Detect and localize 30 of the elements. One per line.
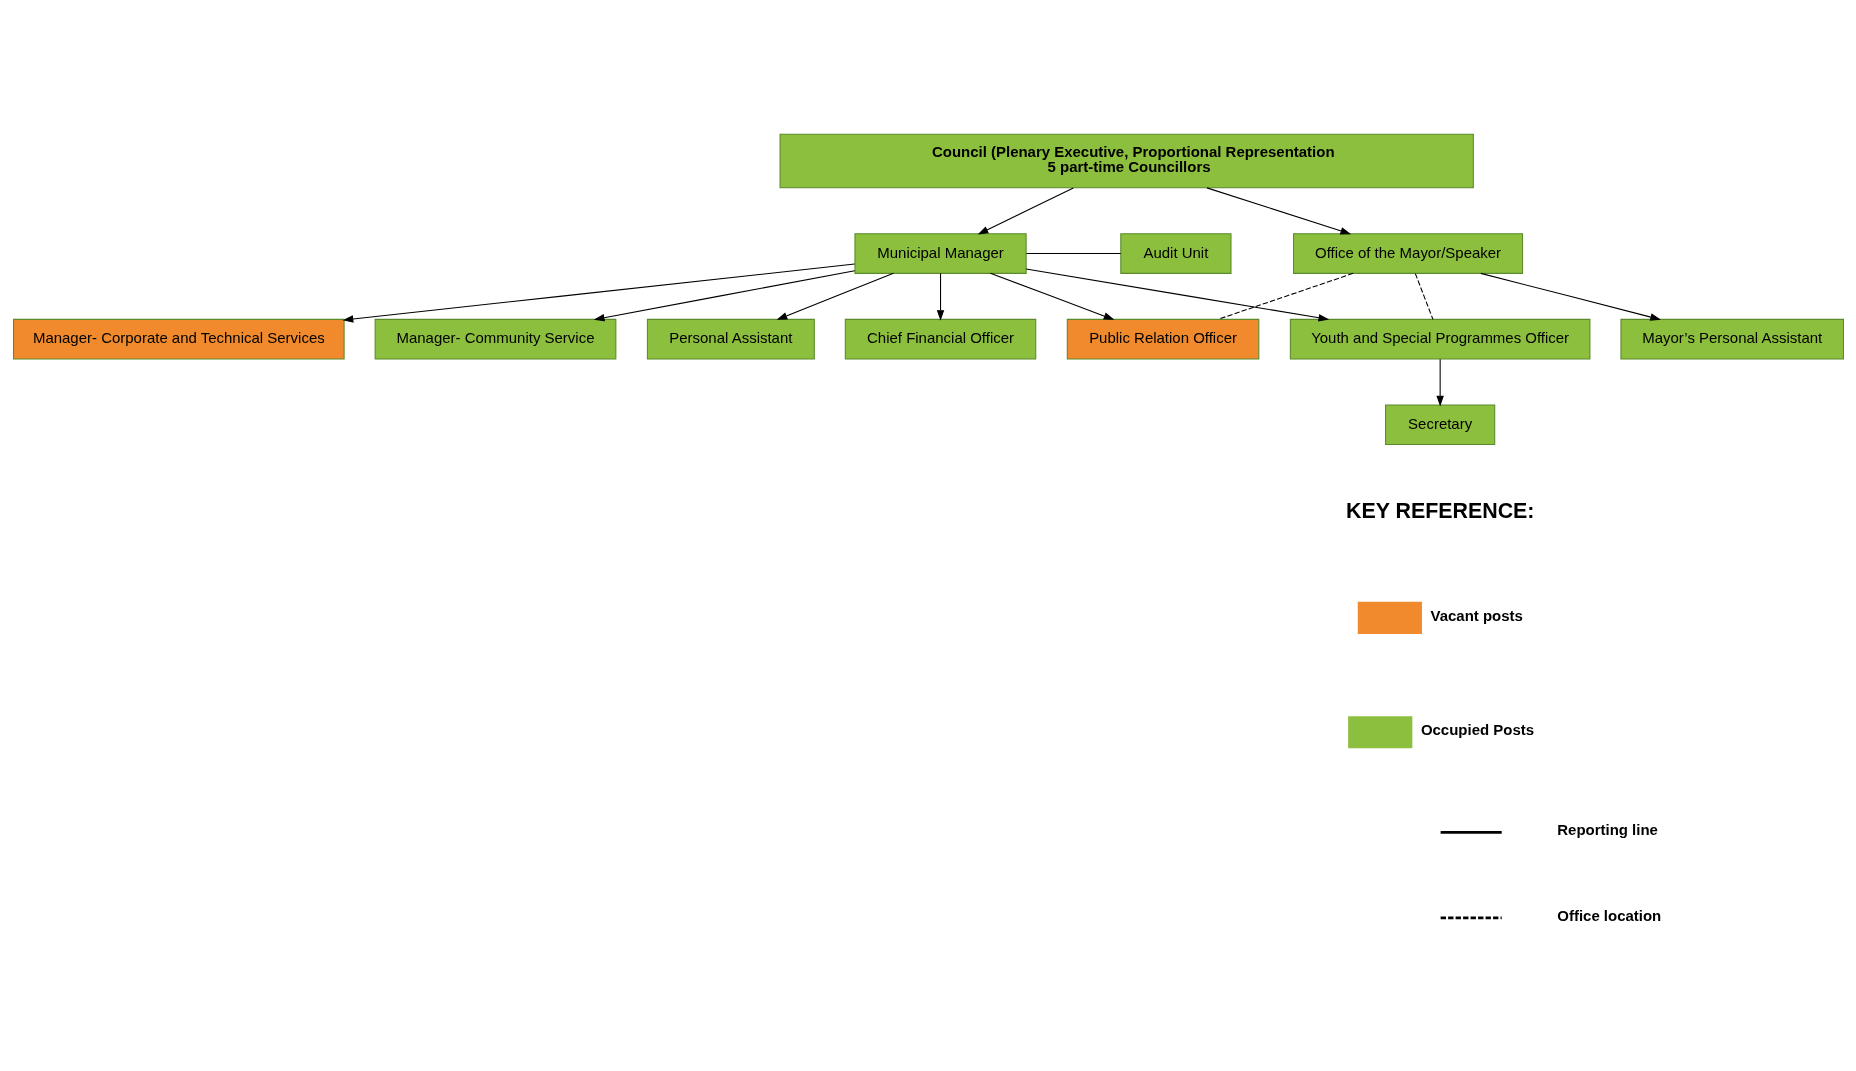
node-box: Council (Plenary Executive, Proportional Representation 5 part-time Councillors (779, 133, 1474, 188)
arrow (342, 263, 855, 323)
arrow (1025, 267, 1329, 321)
legend-label: Vacant posts (1430, 606, 1523, 624)
arrow (936, 272, 944, 321)
arrow (776, 272, 894, 320)
node-box: Mayor’s Personal Assistant (1619, 318, 1844, 359)
arrow (1479, 272, 1661, 321)
legend-label: Office location (1556, 906, 1661, 924)
legend-label: Reporting line (1556, 820, 1658, 838)
node-box: Audit Unit (1119, 232, 1232, 274)
label: KEY REFERENCE: (1345, 498, 1534, 523)
node-box: Manager- Corporate and Technical Services (12, 318, 345, 359)
connector (1025, 252, 1121, 254)
arrow (593, 269, 855, 321)
arrow (977, 186, 1074, 234)
arrow (1435, 358, 1444, 406)
node-box: Public Relation Officer (1066, 318, 1259, 359)
node-box: Municipal Manager (853, 232, 1027, 274)
node-box: Chief Financial Officer (844, 318, 1036, 359)
connector (1217, 272, 1354, 320)
node-box: Secretary (1384, 403, 1495, 445)
legend-label: Occupied Posts (1420, 720, 1534, 738)
arrow (1205, 186, 1351, 234)
arrow (989, 272, 1114, 320)
node-box: Manager- Community Service (374, 318, 616, 359)
node-box: Office of the Mayor/Speaker (1292, 232, 1523, 274)
connector (1414, 272, 1433, 320)
node-box: Youth and Special Programmes Officer (1289, 318, 1590, 359)
node-box: Personal Assistant (646, 318, 815, 359)
